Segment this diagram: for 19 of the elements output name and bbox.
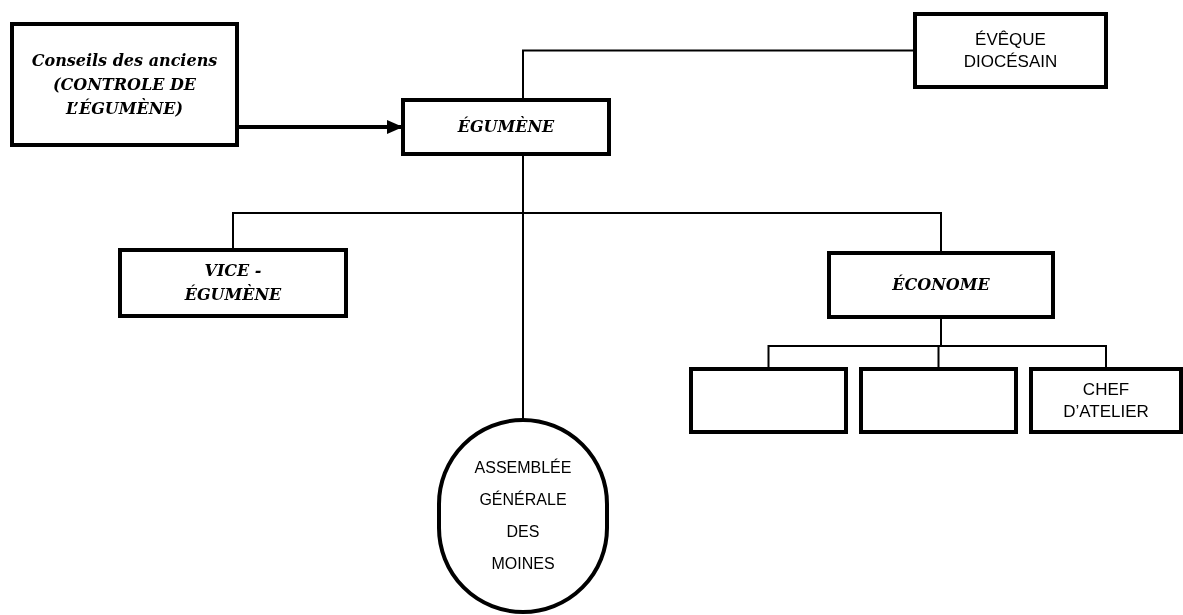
node-label: Conseils des anciens (CONTROLE DE L’ÉGUMÈNE) [30,49,219,120]
connector-line [940,318,1107,368]
empty-box [859,367,1018,434]
role-box [913,12,1108,89]
role-box [827,251,1055,319]
role-box [1029,367,1183,434]
node-label: CHEF D’ATELIER [1062,378,1150,423]
node-label: VICE - ÉGUMÈNE [183,260,283,306]
connector-line [522,155,524,419]
role-box [401,98,611,156]
council-box [10,22,239,147]
connector-line [522,49,914,99]
arrow [239,120,403,134]
node-label: ASSEMBLÉE GÉNÉRALE DES MOINES [473,457,573,574]
role-box [118,248,348,318]
node-label: ÉCONOME [892,273,990,296]
node-label: ÉGUMÈNE [457,115,555,138]
node-label: ÉVÊQUE DIOCÉSAIN [962,28,1059,73]
empty-box [689,367,848,434]
